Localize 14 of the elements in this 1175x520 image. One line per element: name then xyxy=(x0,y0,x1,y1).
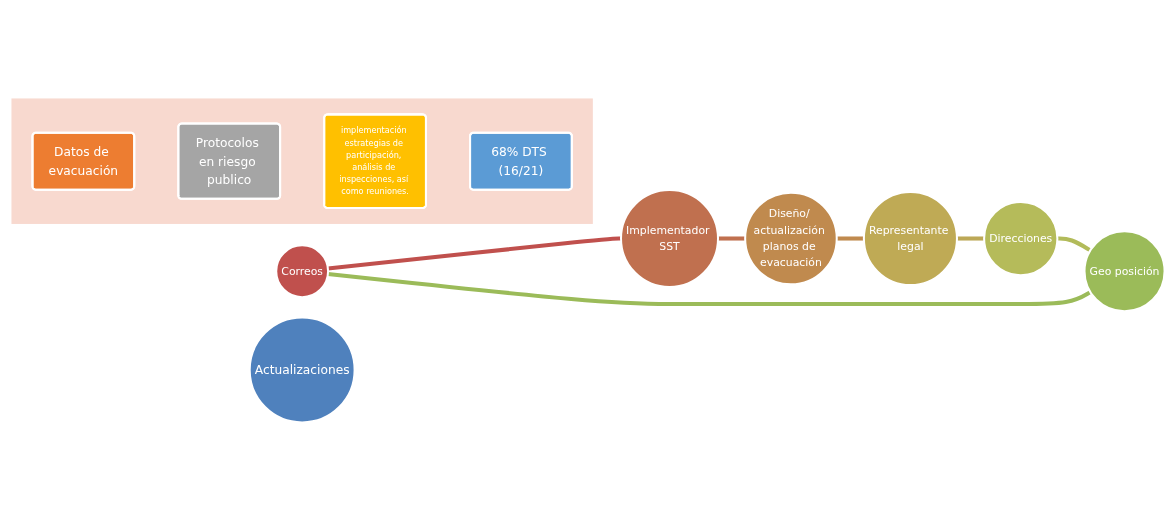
connector xyxy=(1057,236,1092,253)
node-circle: Direcciones xyxy=(983,200,1059,277)
node-circle: Actualizaciones xyxy=(248,316,356,424)
connector xyxy=(327,272,1092,307)
node-circle: Diseño/ actualización planos de evacuación xyxy=(744,191,838,286)
node-circle: Correos xyxy=(275,244,330,299)
connector xyxy=(956,236,985,241)
node-circle: Geo posición xyxy=(1083,230,1166,313)
node-circle: Representante legal xyxy=(862,191,958,287)
cluster xyxy=(9,96,595,227)
connector xyxy=(836,236,864,241)
connector xyxy=(327,236,621,271)
connector xyxy=(718,236,746,241)
node-circle: Implementador SST xyxy=(620,189,720,289)
